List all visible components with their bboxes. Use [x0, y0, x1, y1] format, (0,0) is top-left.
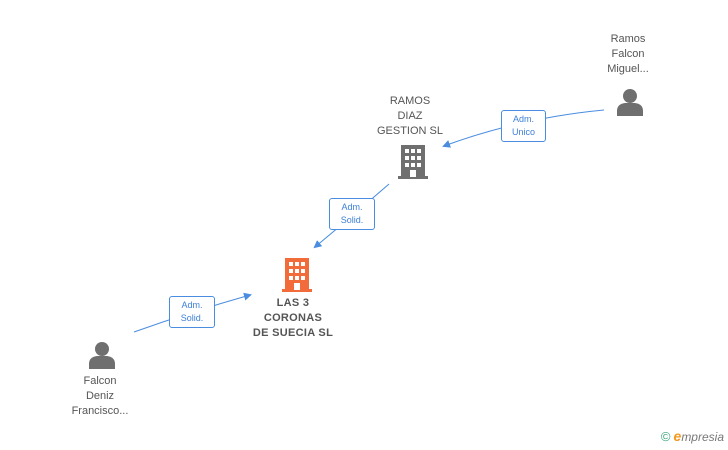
- node-label-line: Falcon: [611, 48, 645, 60]
- edge-label-adm-solid[interactable]: Adm. Solid.: [329, 198, 375, 230]
- edge-label-line: Adm.: [341, 202, 363, 212]
- node-label-line: CORONAS: [263, 312, 323, 324]
- node-label-line: RAMOS: [389, 95, 431, 107]
- edge-label-line: Adm.: [512, 114, 534, 124]
- node-label-line: Ramos: [610, 33, 646, 45]
- copyright-symbol: ©: [660, 429, 671, 444]
- edge-label-line: Adm.: [181, 300, 203, 310]
- node-label-line: Deniz: [85, 390, 115, 402]
- edge-label-line: Solid.: [340, 215, 364, 225]
- edge-label-line: Solid.: [180, 313, 204, 323]
- person-icon[interactable]: [615, 87, 645, 117]
- edge-label-adm-solid[interactable]: Adm. Solid.: [169, 296, 215, 328]
- node-ramos-diaz-label[interactable]: RAMOS DIAZ GESTION SL: [370, 94, 450, 139]
- node-label-line: Miguel...: [607, 63, 649, 75]
- node-label-line: Francisco...: [71, 405, 129, 417]
- node-label-line: Falcon: [83, 375, 117, 387]
- node-las3coronas-label[interactable]: LAS 3 CORONAS DE SUECIA SL: [243, 296, 343, 341]
- person-icon[interactable]: [87, 340, 117, 370]
- node-label-line: GESTION SL: [376, 125, 444, 137]
- node-label-line: DIAZ: [397, 110, 423, 122]
- empresia-logo: ©empresia: [661, 428, 724, 444]
- node-ramos-falcon-label[interactable]: Ramos Falcon Miguel...: [590, 32, 666, 77]
- brand-name: mpresia: [681, 430, 724, 444]
- node-label-line: DE SUECIA SL: [252, 327, 334, 339]
- brand-e: e: [673, 428, 682, 444]
- building-icon[interactable]: [398, 145, 428, 179]
- node-falcon-deniz-label[interactable]: Falcon Deniz Francisco...: [60, 374, 140, 419]
- node-label-line: LAS 3: [276, 297, 310, 309]
- building-icon[interactable]: [282, 258, 312, 292]
- edge-label-adm-unico[interactable]: Adm. Unico: [501, 110, 546, 142]
- edge-label-line: Unico: [511, 127, 535, 137]
